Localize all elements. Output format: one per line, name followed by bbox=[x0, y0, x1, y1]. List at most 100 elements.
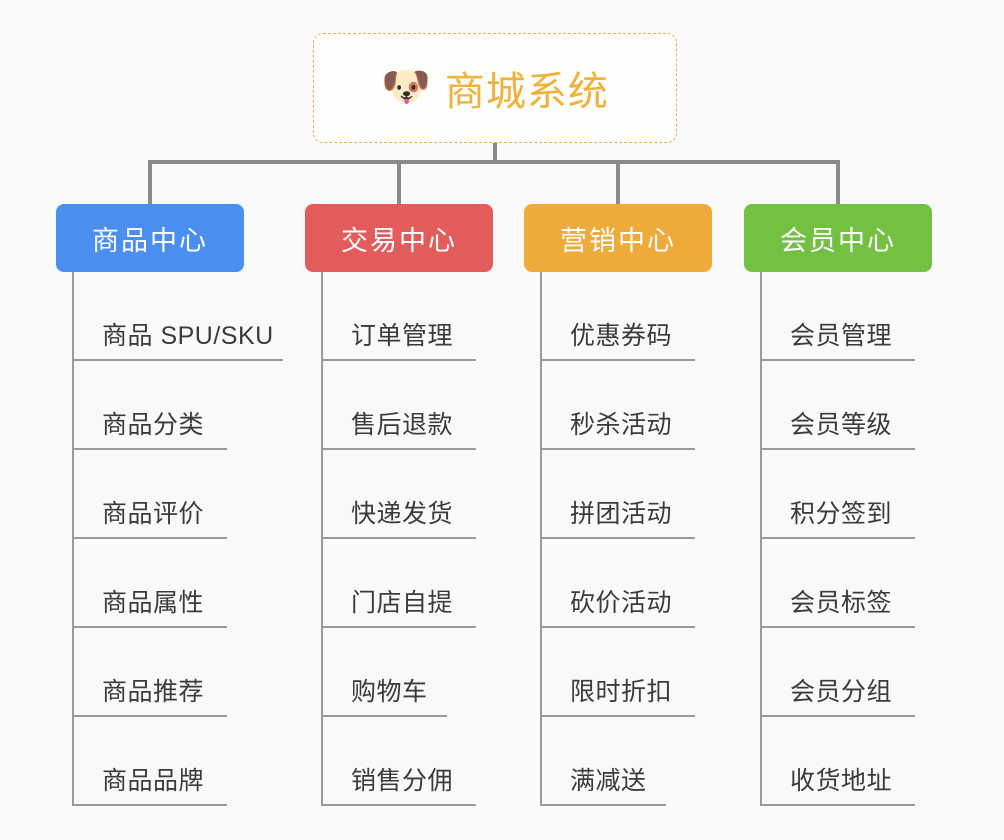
leaf-list-trade: 订单管理 售后退款 快递发货 门店自提 购物车 bbox=[305, 272, 493, 806]
category-header-product[interactable]: 商品中心 bbox=[56, 204, 244, 272]
leaf-label: 满减送 bbox=[570, 767, 647, 795]
leaf-label: 商品 SPU/SKU bbox=[102, 322, 274, 350]
category-column-trade: 交易中心 订单管理 售后退款 快递发货 门店自提 bbox=[305, 204, 493, 806]
leaf-label: 商品属性 bbox=[102, 589, 205, 617]
leaf-label: 优惠券码 bbox=[570, 322, 673, 350]
leaf-item[interactable]: 优惠券码 bbox=[524, 272, 712, 361]
category-header-label: 会员中心 bbox=[780, 225, 896, 256]
tree-spine bbox=[760, 717, 762, 806]
tree-spine bbox=[321, 717, 323, 806]
category-header-label: 交易中心 bbox=[341, 225, 457, 256]
tree-spine bbox=[540, 717, 542, 806]
tree-underline bbox=[540, 448, 695, 450]
drop-line-1 bbox=[148, 160, 152, 206]
tree-spine bbox=[760, 539, 762, 628]
tree-underline bbox=[760, 715, 915, 717]
drop-line-3 bbox=[616, 160, 620, 206]
leaf-label: 拼团活动 bbox=[570, 500, 673, 528]
leaf-label: 快递发货 bbox=[351, 500, 454, 528]
leaf-item[interactable]: 购物车 bbox=[305, 628, 493, 717]
leaf-item[interactable]: 商品属性 bbox=[56, 539, 244, 628]
leaf-item[interactable]: 满减送 bbox=[524, 717, 712, 806]
category-header-marketing[interactable]: 营销中心 bbox=[524, 204, 712, 272]
leaf-item[interactable]: 秒杀活动 bbox=[524, 361, 712, 450]
tree-spine bbox=[321, 628, 323, 717]
leaf-item[interactable]: 积分签到 bbox=[744, 450, 932, 539]
tree-underline bbox=[540, 804, 666, 806]
shiba-dog-emoji-icon: 🐶 bbox=[381, 65, 431, 109]
leaf-item[interactable]: 拼团活动 bbox=[524, 450, 712, 539]
tree-underline bbox=[760, 804, 915, 806]
leaf-item[interactable]: 门店自提 bbox=[305, 539, 493, 628]
tree-underline bbox=[760, 537, 915, 539]
root-node[interactable]: 🐶 商城系统 bbox=[313, 33, 677, 143]
tree-spine bbox=[72, 628, 74, 717]
leaf-item[interactable]: 会员分组 bbox=[744, 628, 932, 717]
leaf-label: 会员标签 bbox=[790, 589, 893, 617]
tree-underline bbox=[321, 804, 476, 806]
leaf-label: 秒杀活动 bbox=[570, 411, 673, 439]
leaf-item[interactable]: 会员标签 bbox=[744, 539, 932, 628]
leaf-item[interactable]: 售后退款 bbox=[305, 361, 493, 450]
tree-underline bbox=[72, 448, 227, 450]
leaf-item[interactable]: 限时折扣 bbox=[524, 628, 712, 717]
leaf-label: 商品推荐 bbox=[102, 678, 205, 706]
leaf-label: 门店自提 bbox=[351, 589, 454, 617]
tree-underline bbox=[72, 537, 227, 539]
leaf-item[interactable]: 会员等级 bbox=[744, 361, 932, 450]
leaf-item[interactable]: 订单管理 bbox=[305, 272, 493, 361]
leaf-item[interactable]: 商品分类 bbox=[56, 361, 244, 450]
root-stem-line bbox=[493, 143, 497, 164]
leaf-label: 销售分佣 bbox=[351, 767, 454, 795]
category-column-product: 商品中心 商品 SPU/SKU 商品分类 商品评价 商品属性 bbox=[56, 204, 283, 806]
leaf-item[interactable]: 快递发货 bbox=[305, 450, 493, 539]
leaf-label: 购物车 bbox=[351, 678, 428, 706]
tree-underline bbox=[321, 626, 476, 628]
tree-spine bbox=[760, 450, 762, 539]
tree-underline bbox=[72, 626, 227, 628]
leaf-label: 限时折扣 bbox=[570, 678, 673, 706]
tree-spine bbox=[72, 539, 74, 628]
tree-spine bbox=[321, 539, 323, 628]
tree-spine bbox=[760, 361, 762, 450]
leaf-item[interactable]: 商品推荐 bbox=[56, 628, 244, 717]
tree-spine bbox=[321, 361, 323, 450]
leaf-item[interactable]: 商品评价 bbox=[56, 450, 244, 539]
leaf-item[interactable]: 销售分佣 bbox=[305, 717, 493, 806]
leaf-item[interactable]: 商品 SPU/SKU bbox=[56, 272, 283, 361]
leaf-item[interactable]: 砍价活动 bbox=[524, 539, 712, 628]
tree-underline bbox=[72, 804, 227, 806]
tree-spine bbox=[760, 272, 762, 361]
tree-underline bbox=[540, 715, 695, 717]
category-header-label: 营销中心 bbox=[560, 225, 676, 256]
tree-spine bbox=[72, 272, 74, 361]
leaf-label: 会员等级 bbox=[790, 411, 893, 439]
category-column-marketing: 营销中心 优惠券码 秒杀活动 拼团活动 砍价活动 bbox=[524, 204, 712, 806]
tree-underline bbox=[321, 448, 476, 450]
tree-underline bbox=[760, 626, 915, 628]
category-header-label: 商品中心 bbox=[92, 225, 208, 256]
leaf-item[interactable]: 收货地址 bbox=[744, 717, 932, 806]
tree-underline bbox=[72, 715, 227, 717]
leaf-item[interactable]: 商品品牌 bbox=[56, 717, 244, 806]
leaf-list-marketing: 优惠券码 秒杀活动 拼团活动 砍价活动 限时折扣 bbox=[524, 272, 712, 806]
tree-underline bbox=[540, 626, 695, 628]
leaf-label: 售后退款 bbox=[351, 411, 454, 439]
category-header-trade[interactable]: 交易中心 bbox=[305, 204, 493, 272]
tree-spine bbox=[540, 628, 542, 717]
tree-spine bbox=[72, 450, 74, 539]
tree-spine bbox=[760, 628, 762, 717]
root-title: 商城系统 bbox=[444, 70, 609, 114]
tree-underline bbox=[321, 537, 476, 539]
leaf-list-product: 商品 SPU/SKU 商品分类 商品评价 商品属性 商品推荐 bbox=[56, 272, 283, 806]
tree-spine bbox=[72, 717, 74, 806]
leaf-label: 订单管理 bbox=[351, 322, 454, 350]
tree-spine bbox=[540, 450, 542, 539]
category-header-member[interactable]: 会员中心 bbox=[744, 204, 932, 272]
leaf-item[interactable]: 会员管理 bbox=[744, 272, 932, 361]
leaf-label: 商品评价 bbox=[102, 500, 205, 528]
drop-line-2 bbox=[397, 160, 401, 206]
tree-spine bbox=[540, 361, 542, 450]
leaf-label: 会员分组 bbox=[790, 678, 893, 706]
